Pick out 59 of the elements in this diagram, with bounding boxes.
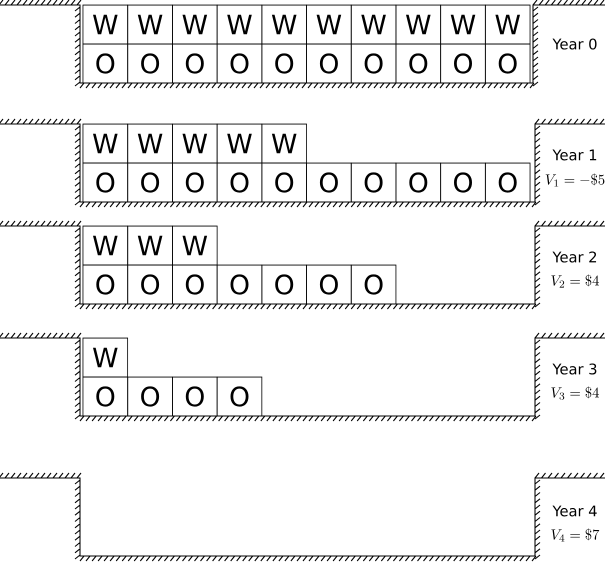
letter-box: O: [261, 264, 307, 304]
letter-box: W: [127, 4, 173, 44]
letter-box: W: [172, 4, 218, 44]
letter-box: O: [261, 162, 307, 202]
value-label: $V_3 = \$4$: [551, 386, 600, 400]
letter-box: W: [82, 124, 128, 164]
letter-box: O: [396, 162, 442, 202]
letter-box: O: [261, 44, 307, 84]
letter-box: O: [216, 264, 262, 304]
letter-box: O: [350, 264, 396, 304]
letter-box: O: [172, 376, 218, 416]
letter-box: O: [127, 44, 173, 84]
letter-box: O: [82, 376, 128, 416]
letter-box: O: [350, 162, 396, 202]
letter-box: W: [216, 4, 262, 44]
letter-box: W: [261, 124, 307, 164]
letter-box: O: [484, 162, 530, 202]
letter-box: O: [484, 44, 530, 84]
value-label: $V_1 = -\$5$: [546, 173, 604, 187]
year-label: Year 2: [552, 251, 596, 263]
letter-box: W: [127, 124, 173, 164]
letter-box: W: [82, 338, 128, 378]
letter-box: O: [306, 44, 352, 84]
letter-box: O: [127, 376, 173, 416]
letter-box: W: [350, 4, 396, 44]
letter-box: O: [216, 376, 262, 416]
letter-box: O: [172, 44, 218, 84]
letter-box: O: [440, 162, 486, 202]
value-label: $V_4 = \$7$: [551, 528, 600, 542]
letter-box: O: [172, 264, 218, 304]
year-label: Year 4: [552, 506, 597, 516]
value-label: $V_2 = \$4$: [551, 274, 600, 288]
letter-box: W: [306, 4, 352, 44]
letter-box: W: [216, 124, 262, 164]
letter-box: O: [127, 162, 173, 202]
letter-box: W: [396, 4, 442, 44]
letter-box: O: [172, 162, 218, 202]
letter-box: O: [216, 44, 262, 84]
letter-box: O: [82, 44, 128, 84]
letter-box: O: [440, 44, 486, 84]
letter-box: W: [440, 4, 486, 44]
letter-box: W: [127, 226, 173, 266]
letter-box: W: [82, 226, 128, 266]
letter-box: W: [484, 4, 530, 44]
letter-box: O: [396, 44, 442, 84]
letter-box: O: [216, 162, 262, 202]
letter-box: W: [82, 4, 128, 44]
letter-box: W: [172, 124, 218, 164]
letter-box: O: [127, 264, 173, 304]
letter-box: O: [306, 264, 352, 304]
letter-box: O: [350, 44, 396, 84]
letter-box: W: [261, 4, 307, 44]
letter-box: O: [306, 162, 352, 202]
year-label: Year 1: [552, 150, 596, 160]
year-label: Year 0: [552, 38, 597, 50]
year-label: Year 3: [552, 363, 596, 375]
letter-box: W: [172, 226, 218, 266]
letter-box: O: [82, 162, 128, 202]
letter-box: O: [82, 264, 128, 304]
